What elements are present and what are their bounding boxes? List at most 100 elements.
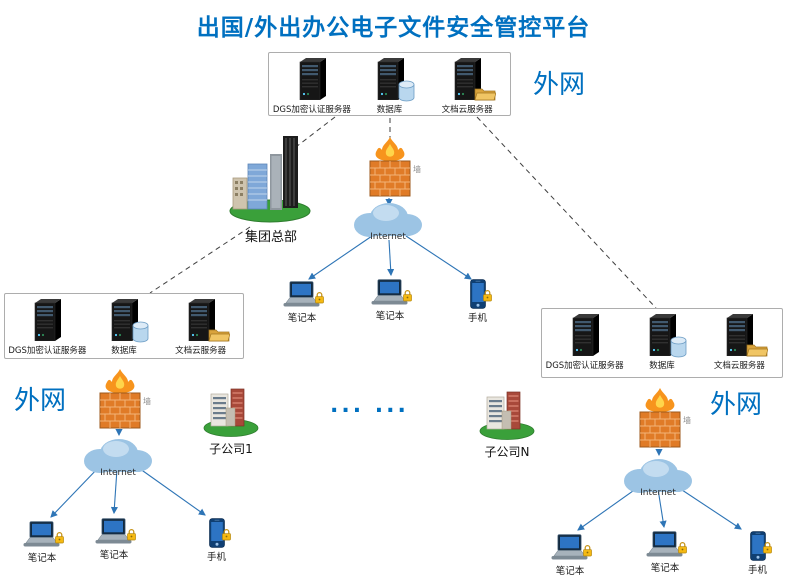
server-label-dgs: DGS加密认证服务器 <box>8 346 87 356</box>
firewall-brick-flame-icon <box>98 368 142 430</box>
site-label-subn: 子公司N <box>484 445 530 459</box>
firewall-top: 墙 <box>368 136 421 198</box>
server-label-database: 数据库 <box>649 361 675 371</box>
lock-icon <box>126 528 137 541</box>
lock-icon <box>762 541 773 554</box>
subsidiary-buildings-icon <box>202 382 260 438</box>
device-label: 手机 <box>468 313 488 324</box>
server-label-doc-cloud: 文档云服务器 <box>175 346 227 356</box>
phone-icon-wrap <box>750 531 766 561</box>
site-label-hq: 集团总部 <box>244 230 297 245</box>
device-label: 手机 <box>748 565 768 576</box>
firewall-left: 墙 <box>98 368 151 430</box>
lock-icon <box>402 289 413 302</box>
laptop-device: 笔记本 <box>645 531 685 574</box>
firewall-label: 墙 <box>143 397 151 406</box>
dashed-link <box>476 116 657 309</box>
server-tower-icon <box>569 314 601 356</box>
server-icon-wrap <box>108 299 140 341</box>
firewall-label: 墙 <box>413 165 421 174</box>
server-label-database: 数据库 <box>376 105 403 115</box>
server-icon-wrap <box>646 314 678 356</box>
laptop-device: 笔记本 <box>370 279 410 322</box>
firewall-brick-flame-icon <box>368 136 412 198</box>
server-doc-cloud: 文档云服务器 <box>428 58 506 115</box>
zone-label-external-left: 外网 <box>14 386 67 416</box>
site-subsidiary-n: 子公司N <box>478 385 536 460</box>
lock-icon <box>314 291 325 304</box>
firewall-brick-flame-icon <box>638 387 682 449</box>
server-doc-cloud: 文档云服务器 <box>701 314 778 374</box>
server-dgs-auth: DGS加密认证服务器 <box>272 58 351 115</box>
site-headquarters: 集团总部 <box>226 136 316 245</box>
phone-device: 手机 <box>748 531 767 576</box>
database-cylinder-icon <box>398 80 415 102</box>
folder-icon <box>474 85 496 101</box>
lock-icon <box>482 289 493 302</box>
device-label: 笔记本 <box>375 311 405 322</box>
laptop-device: 笔记本 <box>22 521 62 564</box>
server-icon-wrap <box>374 58 406 100</box>
server-icon-wrap <box>451 58 483 100</box>
server-label-doc-cloud: 文档云服务器 <box>713 361 765 371</box>
ellipsis-separator: ... ... <box>330 393 409 418</box>
server-tower-icon <box>31 299 63 341</box>
firewall-label: 墙 <box>683 416 691 425</box>
device-label: 笔记本 <box>99 550 129 561</box>
firewall-right: 墙 <box>638 387 691 449</box>
laptop-icon-wrap <box>282 281 322 309</box>
laptop-icon-wrap <box>94 518 134 546</box>
site-label-sub1: 子公司1 <box>209 442 253 456</box>
lock-icon <box>54 531 65 544</box>
database-cylinder-icon <box>132 321 149 343</box>
database-cylinder-icon <box>670 336 687 358</box>
laptop-icon-wrap <box>370 279 410 307</box>
server-tower-icon <box>296 58 328 100</box>
server-label-dgs: DGS加密认证服务器 <box>545 361 624 371</box>
phone-icon-wrap <box>209 518 225 548</box>
internet-label: Internet <box>640 488 676 498</box>
phone-device: 手机 <box>207 518 226 563</box>
internet-cloud-top: Internet <box>350 196 426 242</box>
page-title: 出国/外出办公电子文件安全管控平台 <box>196 15 591 41</box>
server-doc-cloud: 文档云服务器 <box>162 299 239 356</box>
folder-icon <box>208 326 230 342</box>
laptop-device: 笔记本 <box>94 518 134 561</box>
zone-label-external-right: 外网 <box>710 390 763 420</box>
laptop-device: 笔记本 <box>282 281 322 324</box>
device-label: 笔记本 <box>650 563 680 574</box>
device-label: 手机 <box>207 552 227 563</box>
server-icon-wrap <box>296 58 328 100</box>
internet-label: Internet <box>100 468 136 478</box>
lock-icon <box>221 528 232 541</box>
lock-icon <box>677 541 688 554</box>
server-icon-wrap <box>185 299 217 341</box>
laptop-icon-wrap <box>22 521 62 549</box>
internet-cloud-left: Internet <box>80 432 156 478</box>
server-label-database: 数据库 <box>111 346 137 356</box>
server-dgs-auth: DGS加密认证服务器 <box>8 299 87 356</box>
server-dgs-auth: DGS加密认证服务器 <box>545 314 624 374</box>
laptop-icon-wrap <box>550 534 590 562</box>
server-database: 数据库 <box>86 299 163 356</box>
server-label-dgs: DGS加密认证服务器 <box>272 105 351 115</box>
server-group-right: DGS加密认证服务器 数据库 文档云服务器 <box>541 308 783 378</box>
device-label: 笔记本 <box>27 553 57 564</box>
server-label-doc-cloud: 文档云服务器 <box>441 105 493 115</box>
subsidiary-buildings-icon <box>478 385 536 441</box>
server-group-top: DGS加密认证服务器 数据库 文档云服务器 <box>268 52 511 116</box>
headquarters-buildings-icon <box>226 136 316 224</box>
arrow-link <box>308 235 373 280</box>
server-group-left: DGS加密认证服务器 数据库 文档云服务器 <box>4 293 244 359</box>
site-subsidiary-1: 子公司1 <box>202 382 260 457</box>
server-database: 数据库 <box>623 314 700 374</box>
arrow-link <box>387 239 395 277</box>
internet-cloud-right: Internet <box>620 452 696 498</box>
lock-icon <box>582 544 593 557</box>
phone-icon-wrap <box>470 279 486 309</box>
server-icon-wrap <box>723 314 755 356</box>
server-icon-wrap <box>569 314 601 356</box>
folder-icon <box>746 341 768 357</box>
server-database: 数据库 <box>351 58 429 115</box>
